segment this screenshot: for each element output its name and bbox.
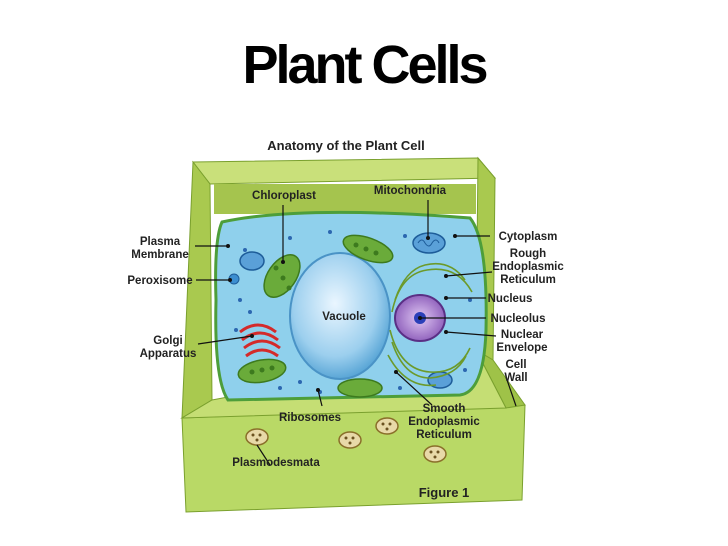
label-smooth-er-3: Reticulum [416,429,472,441]
label-ribosomes: Ribosomes [279,412,341,424]
endoplasmic-reticulum [387,262,473,387]
label-plasma-membrane-1: Plasma [140,236,181,248]
labels: Chloroplast Mitochondria Plasma Membrane… [127,185,564,469]
label-chloroplast: Chloroplast [252,190,316,202]
label-mitochondria: Mitochondria [374,185,447,197]
label-nuclear-envelope-2: Envelope [496,342,547,354]
label-cell-wall-1: Cell [505,359,526,371]
label-rough-er-3: Reticulum [500,274,556,286]
label-smooth-er-2: Endoplasmic [408,416,480,428]
label-nuclear-envelope-1: Nuclear [501,329,544,341]
label-rough-er-2: Endoplasmic [492,261,564,273]
diagram-heading: Anatomy of the Plant Cell [267,138,424,153]
label-smooth-er-1: Smooth [423,403,466,415]
label-cell-wall-2: Wall [504,372,527,384]
label-nucleolus: Nucleolus [491,313,546,325]
label-peroxisome: Peroxisome [127,275,192,287]
label-golgi-1: Golgi [153,335,182,347]
label-nucleus: Nucleus [488,293,533,305]
slide-title: Plant Cells [242,35,488,95]
cell-wall [180,156,526,513]
plasmodesmata [245,417,447,463]
golgi-apparatus [239,323,281,358]
label-cytoplasm: Cytoplasm [499,231,558,243]
label-golgi-2: Apparatus [140,348,197,360]
chloroplasts [237,234,394,398]
label-plasma-membrane-2: Membrane [131,249,189,261]
leader-lines [195,200,517,466]
label-rough-er-1: Rough [510,248,546,260]
figure-caption: Figure 1 [419,485,470,500]
vacuole [289,252,391,380]
label-vacuole: Vacuole [322,311,365,323]
mitochondria [239,232,453,389]
label-plasmodesmata: Plasmodesmata [232,457,320,469]
